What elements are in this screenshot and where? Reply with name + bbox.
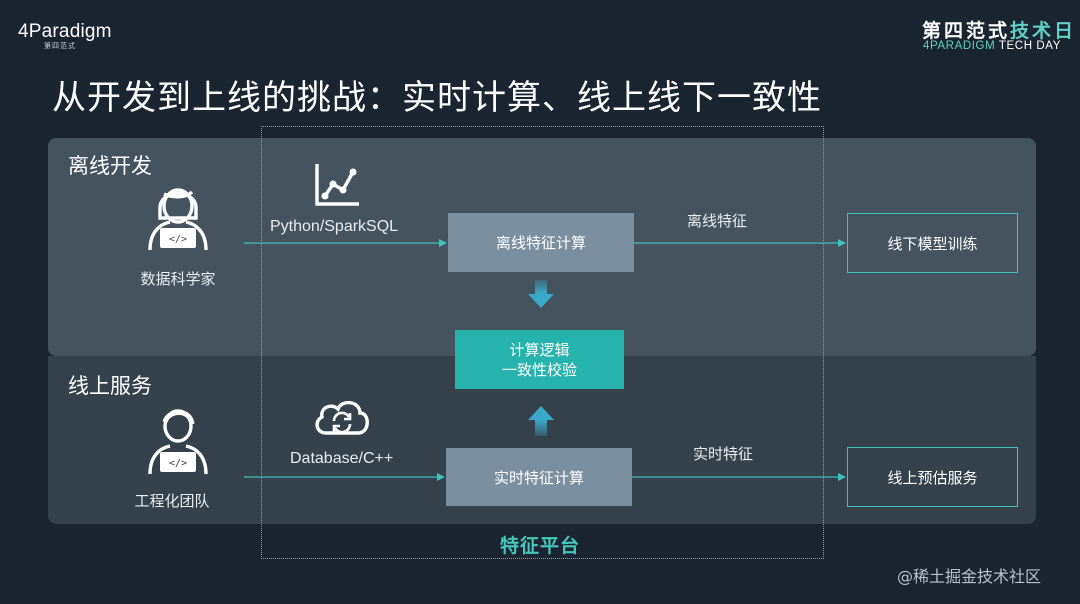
consistency-line1: 计算逻辑 [509, 340, 570, 359]
brand-cn-part1: 第四范式 [922, 20, 1011, 42]
offline-feature-label: 离线特征 [687, 212, 748, 230]
online-section-label: 线上服务 [68, 374, 152, 398]
online-tool-label: Database/C++ [290, 450, 394, 467]
offline-section-label: 离线开发 [68, 154, 152, 178]
feature-platform-label: 特征平台 [500, 535, 581, 557]
realtime-feature-calc-box: 实时特征计算 [446, 448, 632, 506]
offline-tool-label: Python/SparkSQL [270, 218, 399, 235]
cloud-sync-icon [312, 397, 372, 437]
engineering-team-icon: </> [146, 404, 210, 476]
engineering-team-label: 工程化团队 [134, 492, 210, 510]
event-brand-en: 4PARADIGM TECH DAY [923, 40, 1061, 52]
svg-text:</>: </> [169, 458, 187, 469]
consistency-line2: 一致性校验 [501, 360, 577, 379]
company-logo: 4Paradigm [18, 22, 112, 42]
online-prediction-service-box: 线上预估服务 [847, 447, 1018, 507]
brand-en-part2: TECH DAY [998, 40, 1061, 52]
logo-text: 4Paradigm [18, 21, 112, 42]
offline-model-training-box: 线下模型训练 [847, 213, 1018, 273]
svg-text:</>: </> [169, 234, 187, 245]
feature-platform-frame [261, 126, 824, 559]
logo-subtext: 第四范式 [44, 42, 76, 50]
line-chart-icon [313, 162, 361, 208]
data-scientist-icon: </> [146, 180, 210, 252]
realtime-feature-label: 实时特征 [693, 445, 754, 463]
brand-en-part1: 4PARADIGM [923, 40, 996, 52]
brand-cn-part2: 技术日 [1010, 20, 1077, 42]
offline-feature-calc-box: 离线特征计算 [448, 213, 634, 272]
watermark: @稀土掘金技术社区 [897, 567, 1042, 586]
down-arrow-icon [528, 280, 554, 308]
event-brand-cn: 第四范式技术日 [922, 16, 1076, 43]
consistency-check-box: 计算逻辑 一致性校验 [455, 330, 624, 389]
data-scientist-label: 数据科学家 [140, 270, 216, 288]
slide-title: 从开发到上线的挑战：实时计算、线上线下一致性 [52, 78, 822, 118]
up-arrow-icon [528, 406, 554, 436]
